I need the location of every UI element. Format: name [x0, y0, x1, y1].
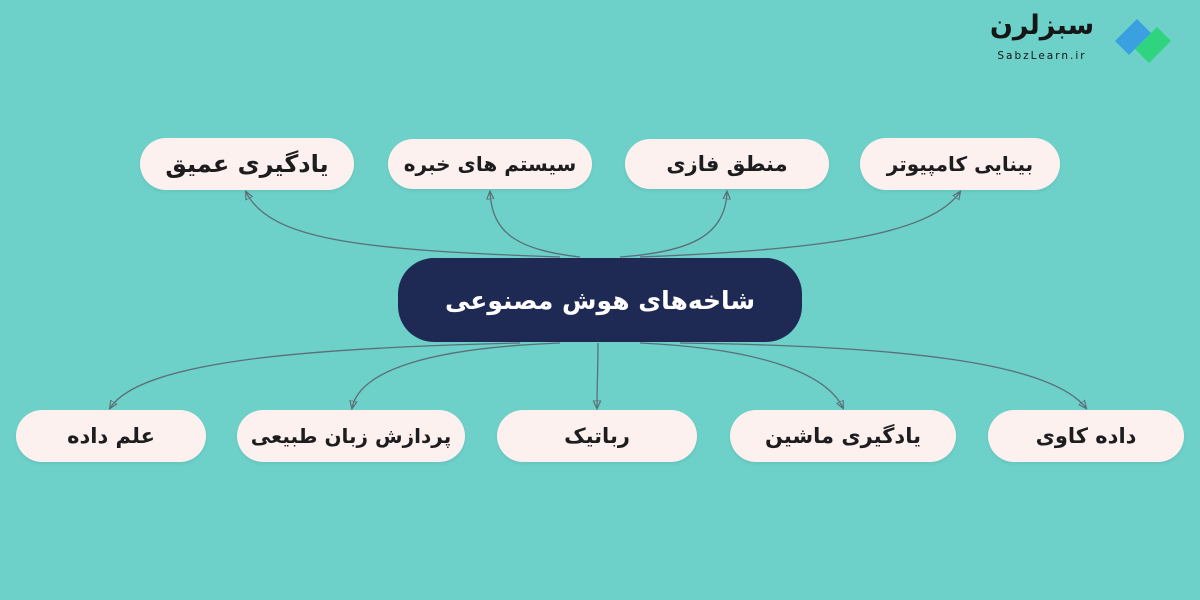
node-robotics: رباتیک: [497, 410, 697, 462]
node-computer-vision: بینایی کامپیوتر: [860, 138, 1060, 190]
node-data-science: علم داده: [16, 410, 206, 462]
logo-mark-icon: [1115, 19, 1171, 63]
logo-mark-blue-shape: [1115, 19, 1151, 55]
logo-title: سبزلرن: [989, 10, 1095, 41]
node-expert-systems: سیستم های خبره: [388, 139, 592, 189]
node-data-mining: داده کاوی: [988, 410, 1184, 462]
connector-to-robotics: [597, 342, 598, 408]
connector-to-expert-systems: [490, 192, 581, 258]
connector-to-nlp: [352, 342, 561, 408]
logo-subtitle: SabzLearn.ir: [997, 50, 1087, 62]
brand-logo: سبزلرن SabzLearn.ir: [975, 8, 1190, 70]
connector-to-data-science: [110, 342, 521, 408]
node-natural-language-processing: پردازش زبان طبیعی: [237, 410, 465, 462]
connector-to-computer-vision: [639, 192, 960, 258]
center-node: شاخه‌های هوش مصنوعی: [398, 258, 802, 342]
connector-to-fuzzy-logic: [619, 192, 727, 258]
node-deep-learning: یادگیری عمیق: [140, 138, 354, 190]
connector-to-deep-learning: [246, 192, 561, 258]
logo-mark-green-shape: [1135, 27, 1171, 63]
connector-to-machine-learning: [639, 342, 843, 408]
node-fuzzy-logic: منطق فازی: [625, 139, 829, 189]
connector-to-data-mining: [679, 342, 1086, 408]
node-machine-learning: یادگیری ماشین: [730, 410, 956, 462]
